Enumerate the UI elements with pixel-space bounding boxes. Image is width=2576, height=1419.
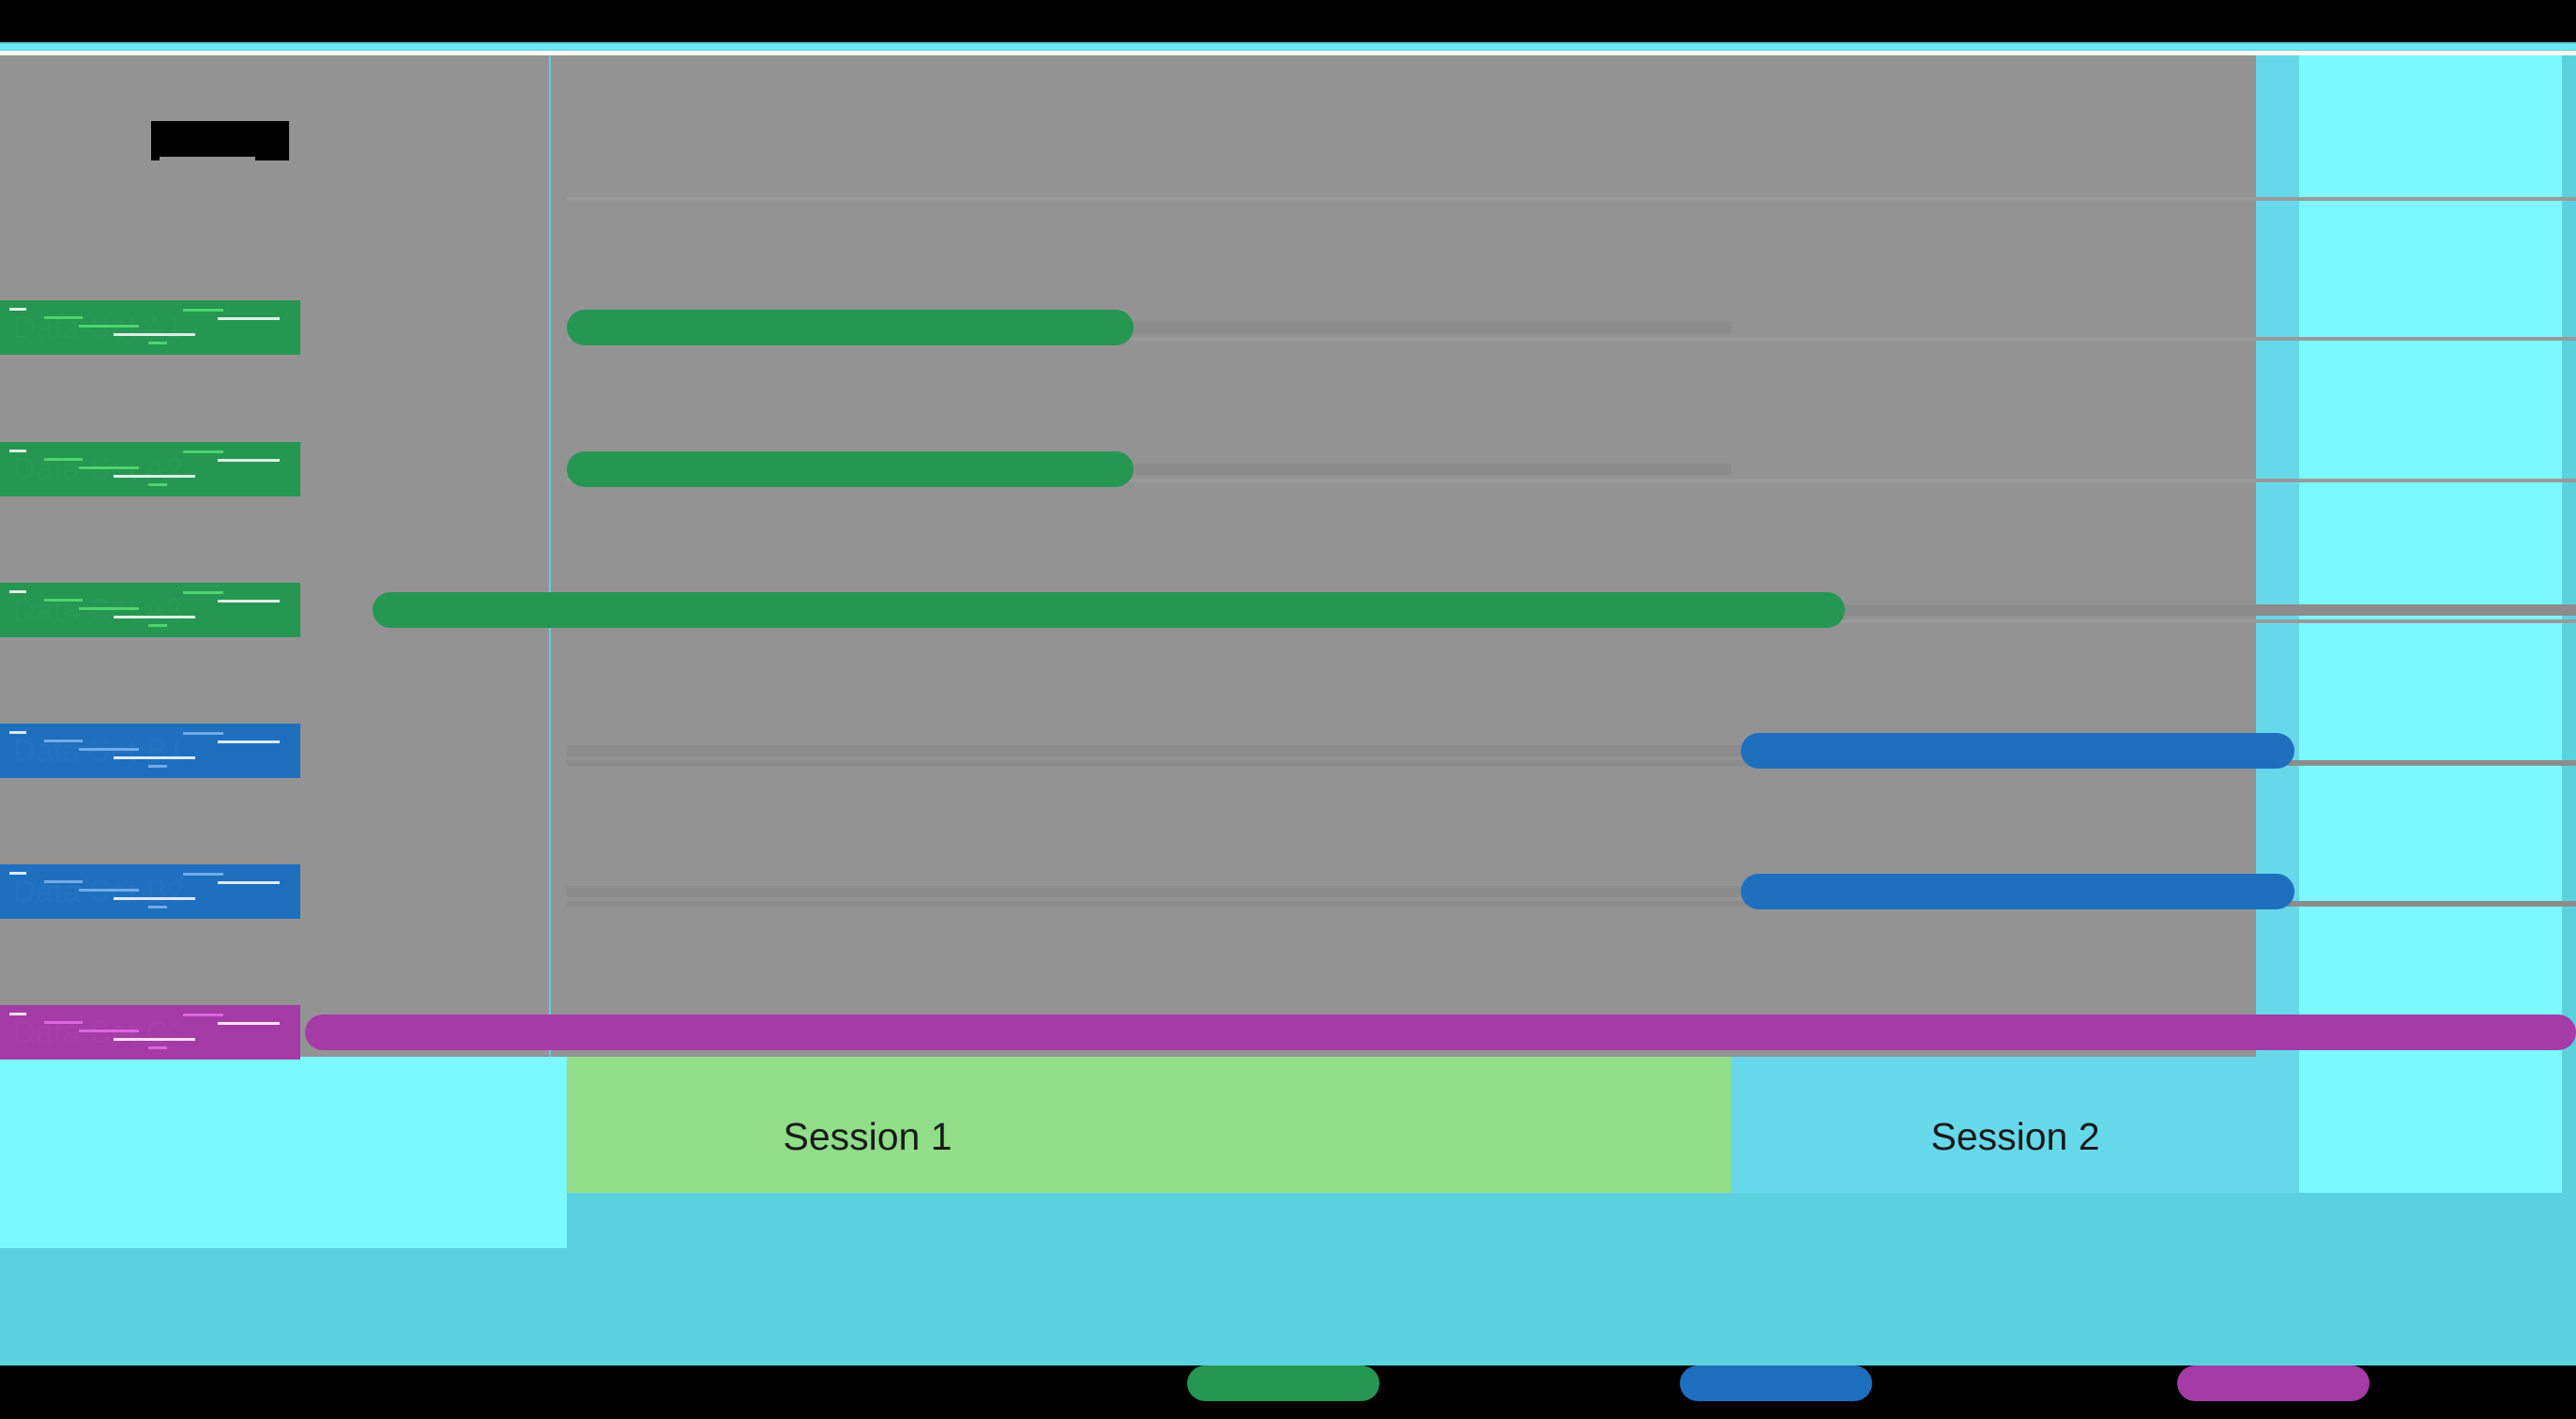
- label-glitch-streak: [114, 475, 195, 478]
- bar-tail-0: [1134, 322, 1731, 333]
- row-label-text: Data Set C1: [13, 1015, 188, 1049]
- gantt-bar-data-set-a2[interactable]: [567, 451, 1134, 487]
- label-glitch-streak: [148, 483, 167, 486]
- label-glitch-streak: [44, 1021, 83, 1024]
- label-glitch-streak: [218, 459, 280, 462]
- row-label-data-set-b2[interactable]: Data Set B2: [0, 864, 300, 919]
- gantt-bar-data-set-b1[interactable]: [1741, 733, 2294, 769]
- legend-item-series-b[interactable]: [1680, 1366, 1885, 1401]
- legend-swatch-magenta-icon: [2177, 1366, 2370, 1401]
- label-glitch-streak: [9, 450, 26, 452]
- bar-tail-2: [1845, 604, 2576, 616]
- label-glitch-streak: [148, 342, 167, 344]
- label-glitch-streak: [148, 624, 167, 627]
- label-glitch-streak: [9, 590, 26, 593]
- chart-legend: [0, 1366, 2576, 1419]
- label-glitch-streak: [114, 616, 195, 618]
- label-glitch-streak: [79, 466, 139, 469]
- label-glitch-streak: [114, 897, 195, 900]
- label-glitch-streak: [44, 316, 83, 319]
- label-glitch-streak: [218, 317, 280, 320]
- label-glitch-streak: [79, 889, 139, 892]
- session-label-2: Session 2: [1930, 1115, 2100, 1158]
- label-glitch-streak: [218, 740, 280, 743]
- label-glitch-streak: [44, 740, 83, 742]
- gantt-bar-data-set-a1[interactable]: [567, 310, 1134, 345]
- legend-swatch-green-icon: [1187, 1366, 1379, 1401]
- gridline-4: [567, 760, 2576, 766]
- label-glitch-streak: [9, 308, 26, 311]
- gantt-chart-canvas: Session 1 Session 2 Data Set A1 Data Set …: [0, 55, 2576, 1366]
- label-glitch-streak: [183, 450, 223, 453]
- label-glitch-streak: [44, 599, 83, 602]
- top-black-bar: [0, 0, 2576, 42]
- row-label-data-set-a3[interactable]: Data Set A3: [0, 583, 300, 637]
- label-glitch-streak: [148, 906, 167, 908]
- label-glitch-streak: [79, 1030, 139, 1032]
- row-label-text: Data Set A2: [13, 451, 184, 486]
- top-cyan-rule-highlight: [0, 44, 2576, 50]
- axis-strip-left: [0, 1057, 567, 1248]
- gridline-5: [567, 901, 2576, 907]
- gridline-1: [567, 337, 2576, 341]
- gantt-bar-data-set-c1[interactable]: [305, 1015, 2576, 1050]
- session-band-3: [2299, 55, 2562, 1193]
- label-glitch-streak: [218, 600, 280, 603]
- legend-item-series-c[interactable]: [2177, 1366, 2383, 1401]
- label-glitch-streak: [9, 872, 26, 875]
- gantt-bar-data-set-b2[interactable]: [1741, 874, 2294, 909]
- session-label-1: Session 1: [783, 1115, 953, 1158]
- label-glitch-streak: [79, 325, 139, 328]
- row-label-data-set-b1[interactable]: Data Set B1: [0, 724, 300, 778]
- label-glitch-streak: [218, 881, 280, 884]
- label-glitch-streak: [183, 732, 223, 735]
- top-white-rule: [0, 51, 2576, 55]
- bar-tail-3: [567, 745, 1741, 756]
- row-label-data-set-a2[interactable]: Data Set A2: [0, 442, 300, 496]
- label-glitch-streak: [79, 748, 139, 751]
- row-label-text: Data Set B1: [13, 733, 186, 768]
- label-glitch-streak: [218, 1022, 280, 1025]
- label-glitch-streak: [114, 333, 195, 336]
- row-label-text: Data Set B2: [13, 874, 186, 908]
- row-label-text: Data Set A1: [13, 310, 184, 344]
- legend-swatch-blue-icon: [1680, 1366, 1872, 1401]
- label-glitch-streak: [9, 731, 26, 734]
- label-glitch-streak: [44, 458, 83, 461]
- bar-tail-1: [1134, 464, 1731, 475]
- gridline-0: [567, 197, 2576, 201]
- label-glitch-streak: [183, 1014, 223, 1016]
- bar-tail-4: [567, 886, 1741, 897]
- row-label-data-set-c1[interactable]: Data Set C1: [0, 1005, 300, 1060]
- label-glitch-streak: [114, 756, 195, 759]
- row-label-text: Data Set A3: [13, 592, 184, 627]
- label-glitch-streak: [79, 607, 139, 610]
- legend-item-series-a[interactable]: [1187, 1366, 1393, 1401]
- gridline-2: [567, 479, 2576, 482]
- label-glitch-streak: [148, 765, 167, 768]
- label-glitch-streak: [183, 873, 223, 876]
- label-glitch-streak: [114, 1038, 195, 1041]
- redacted-title-block: [151, 121, 289, 162]
- gantt-bar-data-set-a3[interactable]: [373, 592, 1845, 628]
- label-glitch-streak: [9, 1013, 26, 1015]
- label-glitch-streak: [183, 591, 223, 594]
- label-glitch-streak: [183, 309, 223, 312]
- label-glitch-streak: [44, 880, 83, 883]
- row-label-data-set-a1[interactable]: Data Set A1: [0, 300, 300, 355]
- label-glitch-streak: [148, 1046, 167, 1049]
